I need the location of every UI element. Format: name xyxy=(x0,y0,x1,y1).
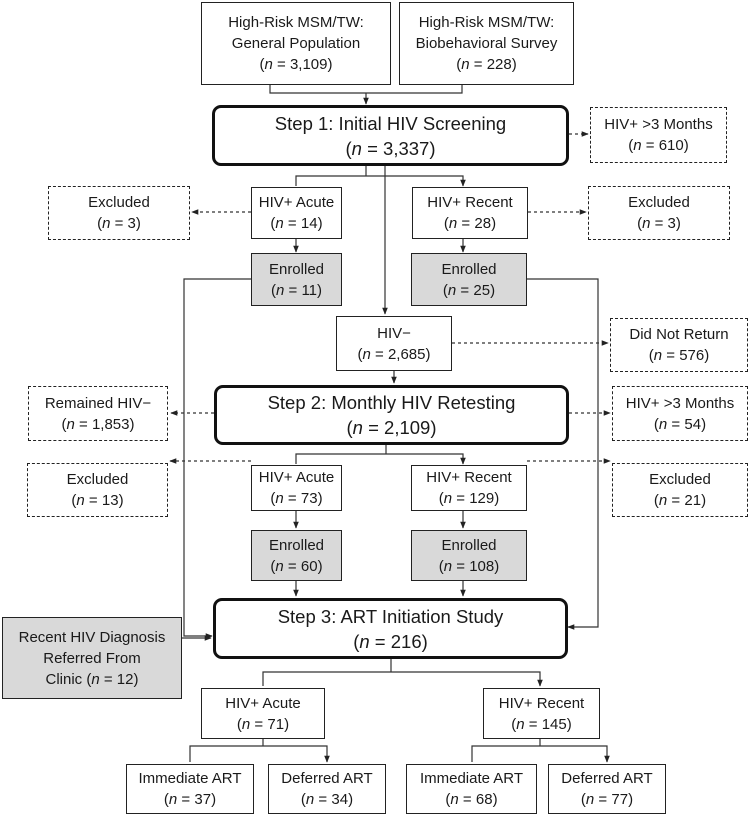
node-label: Excluded xyxy=(649,471,711,488)
node-count: (n = 2,685) xyxy=(357,345,431,363)
node-label: High-Risk MSM/TW: xyxy=(418,14,555,31)
connector-s1-enrolled-recent-to-step3 xyxy=(527,278,599,630)
node-label: Immediate ART xyxy=(419,770,524,787)
node-count: (n = 108) xyxy=(438,557,500,575)
node-count: (n = 28) xyxy=(443,215,497,232)
node-general-population: High-Risk MSM/TW: General Population (n … xyxy=(201,2,391,85)
node-count: (n = 37) xyxy=(163,791,217,808)
node-count: (n = 14) xyxy=(270,215,323,232)
node-count: (n = 3) xyxy=(637,215,681,232)
node-step3-hiv-recent: HIV+ Recent (n = 145) xyxy=(483,688,600,739)
node-label: HIV− xyxy=(377,324,411,342)
node-label: HIV+ >3 Months xyxy=(625,394,735,412)
node-count: (n = 576) xyxy=(648,347,710,364)
node-step2-hiv-recent: HIV+ Recent (n = 129) xyxy=(411,465,527,511)
node-count: (n = 73) xyxy=(270,490,323,507)
node-count: (n = 21) xyxy=(653,492,707,509)
node-hiv-negative: HIV− (n = 2,685) xyxy=(336,316,452,371)
node-step2-monthly-retesting: Step 2: Monthly HIV Retesting (n = 2,109… xyxy=(214,385,569,445)
node-label: Step 1: Initial HIV Screening xyxy=(274,112,507,134)
node-count: (n = 3,337) xyxy=(345,137,436,159)
node-label: Did Not Return xyxy=(629,326,729,343)
node-step1-hiv-acute: HIV+ Acute (n = 14) xyxy=(251,187,342,239)
node-label: HIV+ Recent xyxy=(498,694,585,712)
node-label: HIV+ >3 Months xyxy=(604,116,713,133)
node-step2-enrolled-recent: Enrolled (n = 108) xyxy=(411,530,527,581)
node-label: HIV+ Acute xyxy=(258,194,335,211)
node-count: (n = 2,109) xyxy=(346,417,437,438)
node-acute-immediate-art: Immediate ART (n = 37) xyxy=(126,764,254,814)
node-step1-initial-screening: Step 1: Initial HIV Screening (n = 3,337… xyxy=(212,105,569,166)
node-label: Deferred ART xyxy=(281,770,373,787)
connector-recent-arm-split xyxy=(471,738,607,762)
node-count: (n = 60) xyxy=(270,557,323,575)
node-did-not-return: Did Not Return (n = 576) xyxy=(610,318,748,372)
node-label: High-Risk MSM/TW: xyxy=(228,14,364,31)
node-count: (n = 3,109) xyxy=(259,56,333,73)
node-count: (n = 145) xyxy=(511,715,572,733)
node-label: Enrolled xyxy=(441,260,497,278)
node-step2-excluded-left: Excluded (n = 13) xyxy=(27,463,168,517)
node-count: (n = 228) xyxy=(456,56,517,73)
node-step2-hiv-acute: HIV+ Acute (n = 73) xyxy=(251,465,342,511)
node-step1-hiv-gt3-months: HIV+ >3 Months (n = 610) xyxy=(590,107,727,163)
connector-step1-split xyxy=(295,165,463,186)
node-label: HIV+ Acute xyxy=(258,469,335,486)
node-count: (n = 54) xyxy=(653,415,707,433)
node-step1-excluded-left: Excluded (n = 3) xyxy=(48,186,190,240)
node-step1-enrolled-recent: Enrolled (n = 25) xyxy=(411,253,527,306)
node-step1-hiv-recent: HIV+ Recent (n = 28) xyxy=(412,187,528,239)
node-label: Referred From xyxy=(43,649,141,667)
node-count: (n = 3) xyxy=(97,215,141,232)
node-label: Immediate ART xyxy=(138,770,242,787)
node-count: (n = 77) xyxy=(580,791,634,808)
node-count: (n = 68) xyxy=(445,791,498,808)
connector-s1-enrolled-acute-to-step3 xyxy=(183,278,251,639)
node-count: (n = 129) xyxy=(438,490,500,507)
node-count: (n = 1,853) xyxy=(61,415,135,433)
node-count: (n = 25) xyxy=(442,281,496,299)
node-step2-hiv-gt3-months: HIV+ >3 Months (n = 54) xyxy=(612,386,748,441)
node-step3-art-initiation: Step 3: ART Initiation Study (n = 216) xyxy=(213,598,568,659)
node-recent-deferred-art: Deferred ART (n = 77) xyxy=(548,764,666,814)
node-count: (n = 216) xyxy=(353,630,428,652)
node-biobehavioral-survey: High-Risk MSM/TW: Biobehavioral Survey (… xyxy=(399,2,574,85)
node-referred-from-clinic: Recent HIV Diagnosis Referred From Clini… xyxy=(2,617,182,699)
node-label: Step 3: ART Initiation Study xyxy=(277,605,504,627)
node-label: Excluded xyxy=(628,194,690,211)
node-acute-deferred-art: Deferred ART (n = 34) xyxy=(268,764,386,814)
node-label: Enrolled xyxy=(268,536,325,554)
node-step1-excluded-right: Excluded (n = 3) xyxy=(588,186,730,240)
node-label: Enrolled xyxy=(441,536,497,554)
node-label: Biobehavioral Survey xyxy=(415,35,558,52)
node-recent-immediate-art: Immediate ART (n = 68) xyxy=(406,764,537,814)
node-remained-hiv-negative: Remained HIV− (n = 1,853) xyxy=(28,386,168,441)
node-step2-enrolled-acute: Enrolled (n = 60) xyxy=(251,530,342,581)
node-label: Excluded xyxy=(88,194,150,211)
node-label: Recent HIV Diagnosis xyxy=(18,628,166,646)
node-label: Excluded xyxy=(66,471,129,488)
connector-sources-to-step1 xyxy=(269,84,463,104)
node-count: (n = 610) xyxy=(628,137,689,154)
node-label: HIV+ Acute xyxy=(225,694,301,712)
node-count: (n = 71) xyxy=(236,715,290,733)
node-label: Remained HIV− xyxy=(44,394,152,412)
connector-step2-split xyxy=(295,444,463,464)
node-step3-hiv-acute: HIV+ Acute (n = 71) xyxy=(201,688,325,739)
node-step1-enrolled-acute: Enrolled (n = 11) xyxy=(251,253,342,306)
node-count: (n = 34) xyxy=(300,791,354,808)
node-label: Enrolled xyxy=(268,260,325,278)
node-label: HIV+ Recent xyxy=(426,469,512,486)
connector-step3-split xyxy=(262,658,540,686)
node-label: Deferred ART xyxy=(561,770,653,787)
node-count: Clinic (n = 12) xyxy=(45,670,139,688)
node-label: HIV+ Recent xyxy=(427,194,513,211)
node-label: Step 2: Monthly HIV Retesting xyxy=(267,392,516,413)
node-step2-excluded-right: Excluded (n = 21) xyxy=(612,463,748,517)
node-label: General Population xyxy=(231,35,361,52)
node-count: (n = 13) xyxy=(71,492,124,509)
node-count: (n = 11) xyxy=(270,281,323,299)
connector-acute-arm-split xyxy=(189,738,327,762)
